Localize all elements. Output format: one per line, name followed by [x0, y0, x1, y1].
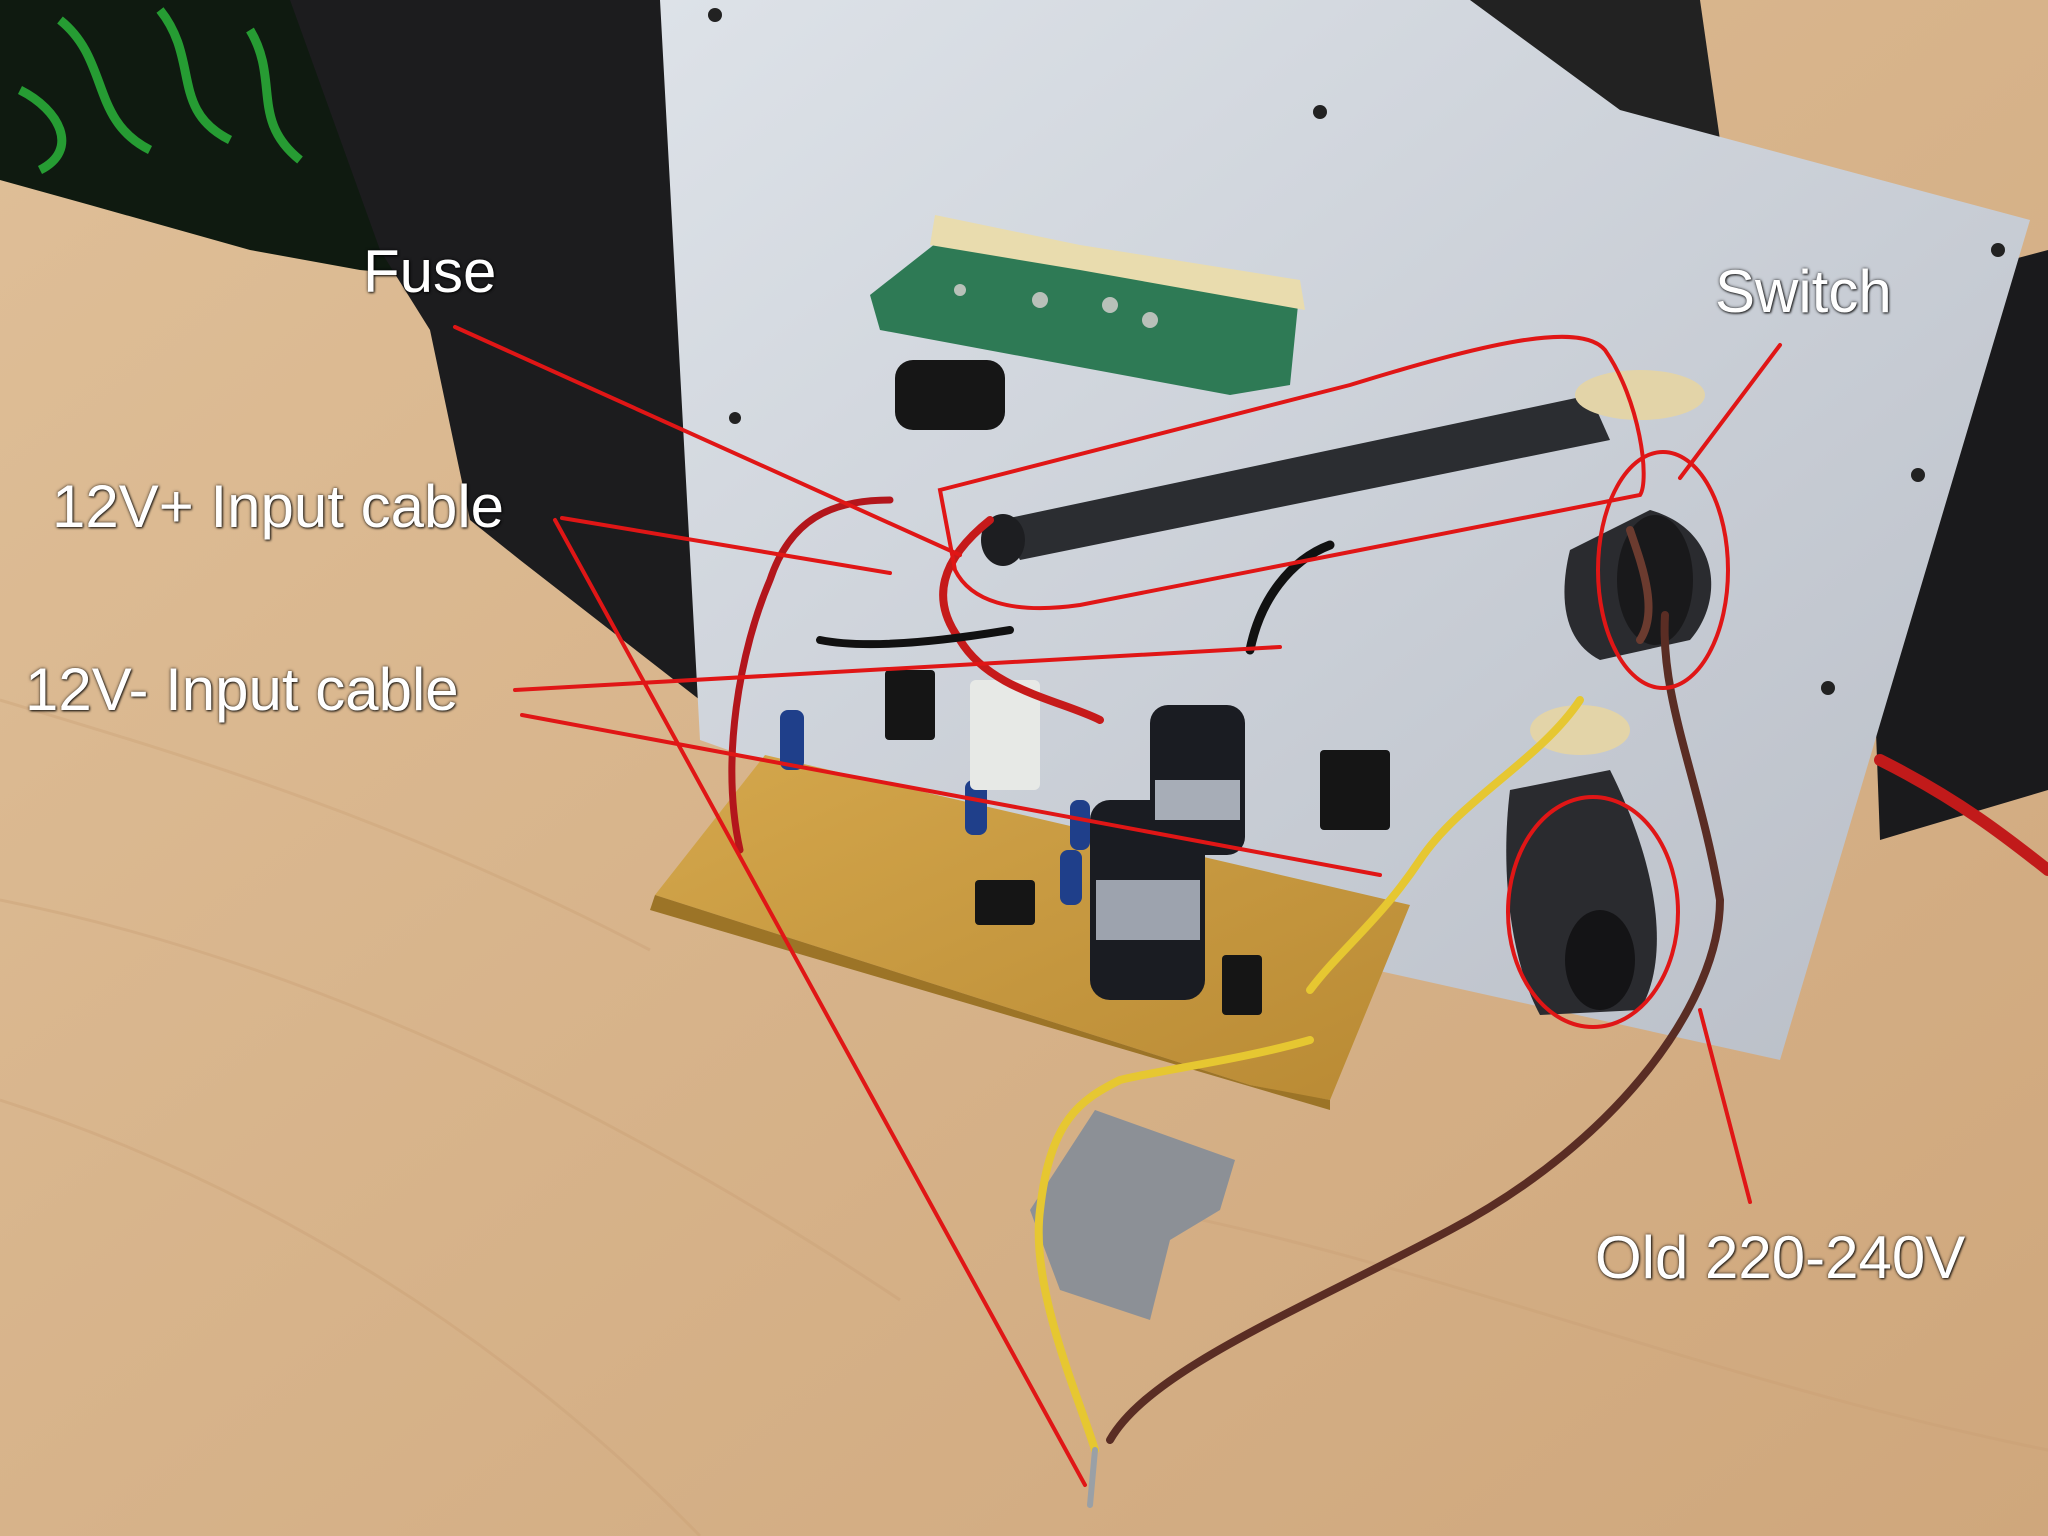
switch-label: Switch [1715, 258, 1892, 325]
inline-fuse-tube [1000, 395, 1610, 560]
fuse-label: Fuse [363, 238, 497, 305]
annotation-lines [453, 325, 1782, 1487]
fuse-pointer [453, 325, 962, 557]
capacitors [780, 705, 1245, 1000]
switch-grommet [1564, 370, 1712, 660]
fuse-board-glue [930, 215, 1305, 310]
v12-minus-label: 12V- Input cable [25, 656, 459, 723]
old-mains-label: Old 220-240V [1595, 1224, 1966, 1291]
mains-circle [1506, 795, 1680, 1029]
mains-pointer [1698, 1008, 1752, 1204]
mouse-pad-pattern [17, 7, 303, 175]
fuse-holder [895, 360, 1005, 430]
v12-plus-label: 12V+ Input cable [52, 473, 505, 540]
ics [885, 670, 1390, 1015]
switch-pointer [1678, 343, 1782, 480]
panel-screw-holes [708, 8, 2005, 695]
v12minus-pointer [513, 645, 1282, 692]
v12plus-pointer [560, 516, 892, 575]
fuse-highlight-loop [937, 334, 1646, 611]
transformer-block [970, 680, 1040, 790]
gaffer-tape [1030, 1110, 1235, 1320]
wood-grain [0, 698, 2048, 1536]
cable-grommet [1506, 705, 1657, 1015]
switch-circle [1596, 450, 1730, 690]
v12minus-pointer-2 [520, 713, 1382, 877]
amplifier-pcb [655, 755, 1410, 1100]
wires [728, 496, 2048, 1508]
